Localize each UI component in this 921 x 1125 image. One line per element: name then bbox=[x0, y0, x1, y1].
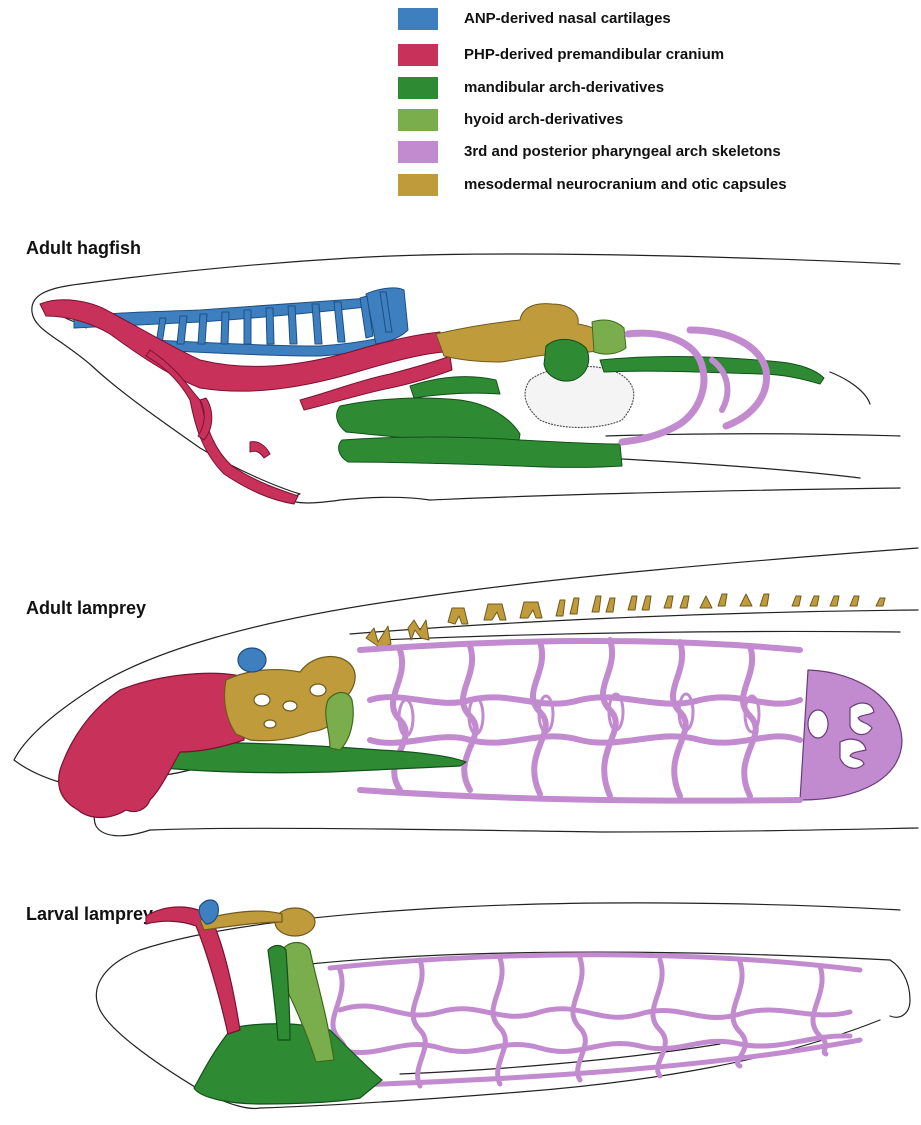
adult-lamprey-diagram bbox=[14, 548, 918, 836]
adult-lamprey-premandibular-cranium bbox=[59, 673, 244, 817]
hagfish-diagram bbox=[32, 254, 900, 504]
larval-lamprey-diagram bbox=[96, 900, 910, 1108]
hagfish-pharyngeal-skeleton bbox=[622, 330, 767, 442]
adult-lamprey-branchial-basket bbox=[360, 640, 902, 801]
larval-lamprey-branchial-basket bbox=[330, 955, 860, 1086]
hagfish-hyoid bbox=[592, 320, 626, 354]
adult-lamprey-nasal-cartilage bbox=[238, 648, 266, 672]
adult-lamprey-hyoid bbox=[326, 693, 353, 751]
